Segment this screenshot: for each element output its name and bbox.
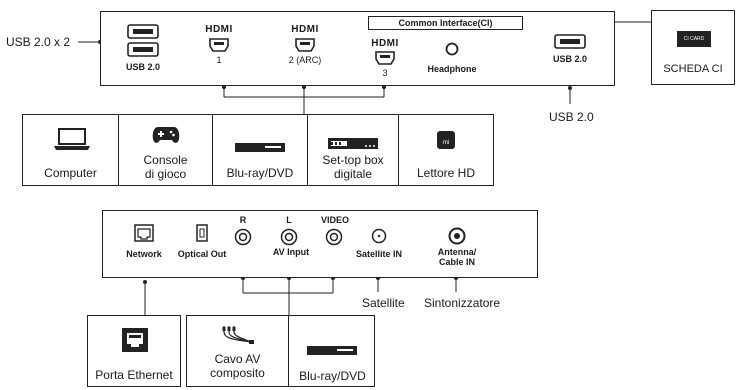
av-input-label: AV Input (271, 247, 311, 257)
device-av-cable: Cavo AV composito (187, 316, 289, 386)
av-video-label: VIDEO (320, 215, 349, 225)
device-bluray: Blu-ray/DVD (213, 115, 308, 185)
ci-card-box: CI CARD SCHEDA CI (651, 10, 735, 85)
headphone-label: Headphone (427, 64, 477, 74)
device-hd-player: mi Lettore HD (399, 115, 493, 185)
satellite-jack-icon (371, 228, 387, 249)
satellite-in-label: Satellite IN (355, 249, 402, 259)
av-devices-box: Cavo AV composito Blu-ray/DVD (186, 315, 375, 387)
common-interface-label: Common Interface(CI) (398, 18, 493, 28)
bluray-player-icon (307, 343, 357, 361)
device-bluray-bottom: Blu-ray/DVD (289, 316, 376, 386)
hdmi-1-label: 1 (216, 55, 222, 65)
device-label-bluray: Blu-ray/DVD (226, 166, 294, 180)
hdmi-logo-2: HDMI (291, 24, 319, 35)
laptop-icon (53, 127, 91, 156)
av-l-label: L (286, 215, 292, 225)
ethernet-label: Porta Ethernet (95, 368, 173, 382)
usb-right-label: USB 2.0 (552, 54, 587, 64)
ci-card-inner-text: CI CARD (683, 36, 705, 42)
device-label-settop: Set-top box digitale (322, 153, 384, 181)
satellite-callout: Satellite (362, 296, 405, 310)
top-port-panel: USB 2.0 HDMI 1 HDMI 2 (ARC) Common Inter… (100, 11, 615, 86)
av-l-jack-icon (280, 228, 298, 251)
antenna-jack-icon (448, 227, 466, 250)
antenna-label: Antenna/ Cable IN (437, 247, 477, 267)
av-cable-label: Cavo AV composito (210, 352, 265, 380)
settop-box-icon (328, 137, 378, 155)
device-label-computer: Computer (44, 166, 97, 180)
device-label-console: Console di gioco (143, 153, 188, 181)
bluray-bottom-label: Blu-ray/DVD (299, 369, 366, 383)
bluray-player-icon (235, 140, 285, 158)
hdmi-port-icon-2 (295, 38, 315, 57)
headphone-jack-icon (445, 42, 459, 61)
usb-left-callout: USB 2.0 x 2 (6, 35, 71, 49)
media-player-icon: mi (437, 131, 455, 154)
composite-cable-icon (221, 326, 255, 353)
gamepad-icon (152, 125, 180, 150)
network-port-icon (134, 224, 154, 247)
device-settop: Set-top box digitale (308, 115, 399, 185)
bottom-port-panel: Network Optical Out R L VIDEO AV Input S… (102, 210, 538, 278)
hdmi-3-label: 3 (382, 68, 388, 78)
hdmi-port-icon-3 (375, 51, 395, 70)
tuner-callout: Sintonizzatore (424, 296, 501, 310)
svg-text:mi: mi (443, 140, 449, 146)
ethernet-device-box: Porta Ethernet (87, 315, 181, 387)
ethernet-port-icon (122, 328, 148, 357)
ci-card-icon: CI CARD (677, 31, 711, 47)
hdmi-logo-3: HDMI (371, 38, 399, 49)
av-r-label: R (239, 215, 247, 225)
hdmi-port-icon-1 (209, 38, 229, 57)
device-computer: Computer (23, 115, 119, 185)
hdmi-logo-1: HDMI (205, 24, 233, 35)
optical-port-icon (196, 224, 208, 247)
usb-port-icon-right (554, 34, 586, 54)
usb-right-callout: USB 2.0 (549, 110, 594, 124)
usb-left-label: USB 2.0 (125, 62, 160, 72)
av-video-jack-icon (325, 228, 343, 251)
device-label-hd-player: Lettore HD (416, 166, 476, 180)
network-label: Network (126, 249, 162, 259)
optical-out-label: Optical Out (177, 249, 227, 259)
device-console: Console di gioco (119, 115, 213, 185)
top-devices-row: Computer Console di gioco Blu-ray/DVD Se… (22, 114, 494, 186)
ci-card-label: SCHEDA CI (663, 63, 723, 75)
hdmi-2-label: 2 (ARC) (288, 55, 322, 65)
usb-port-pair-icon (127, 24, 159, 63)
av-r-jack-icon (234, 228, 252, 251)
common-interface-slot: Common Interface(CI) (368, 16, 523, 30)
